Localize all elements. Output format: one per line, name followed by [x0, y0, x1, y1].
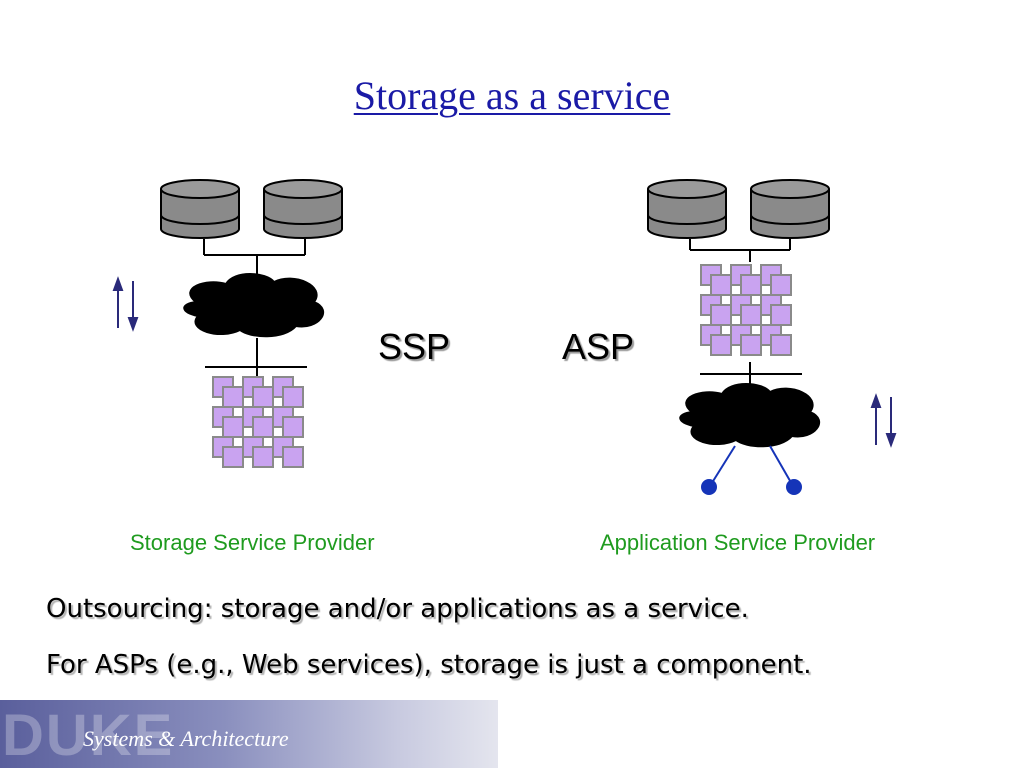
- footer-banner: DUKE Systems & Architecture: [0, 700, 498, 768]
- ssp-storage-disks: [160, 179, 343, 239]
- ssp-disk-icon-2: [263, 179, 343, 239]
- ssp-connector-lines: [203, 239, 307, 377]
- asp-caption: Application Service Provider: [600, 530, 876, 555]
- slide-title: Storage as a service: [353, 73, 671, 118]
- ssp-disk-icon-1: [160, 179, 240, 239]
- asp-server-farm-icon: [701, 265, 791, 355]
- ssp-label: SSP: [378, 326, 451, 367]
- asp-disk-icon-2: [750, 179, 830, 239]
- asp-client-links: [709, 445, 794, 487]
- asp-storage-disks: [647, 179, 830, 239]
- asp-disk-icon-1: [647, 179, 727, 239]
- asp-data-flow-arrows-icon: [870, 393, 897, 448]
- bullet-outsourcing: Outsourcing: storage and/or applications…: [46, 594, 749, 624]
- asp-network-cloud-icon: [679, 383, 821, 448]
- asp-label: ASP: [562, 326, 635, 367]
- ssp-network-cloud-icon: [183, 273, 325, 338]
- asp-client-node-icon-1: [701, 479, 717, 495]
- duke-watermark-logo: DUKE: [2, 703, 175, 768]
- ssp-data-flow-arrows-icon: [112, 276, 139, 332]
- ssp-server-farm-icon: [213, 377, 303, 467]
- asp-client-node-icon-2: [786, 479, 802, 495]
- footer-subtitle: Systems & Architecture: [83, 726, 289, 751]
- bullet-asp-storage: For ASPs (e.g., Web services), storage i…: [46, 650, 812, 680]
- ssp-caption: Storage Service Provider: [130, 530, 375, 555]
